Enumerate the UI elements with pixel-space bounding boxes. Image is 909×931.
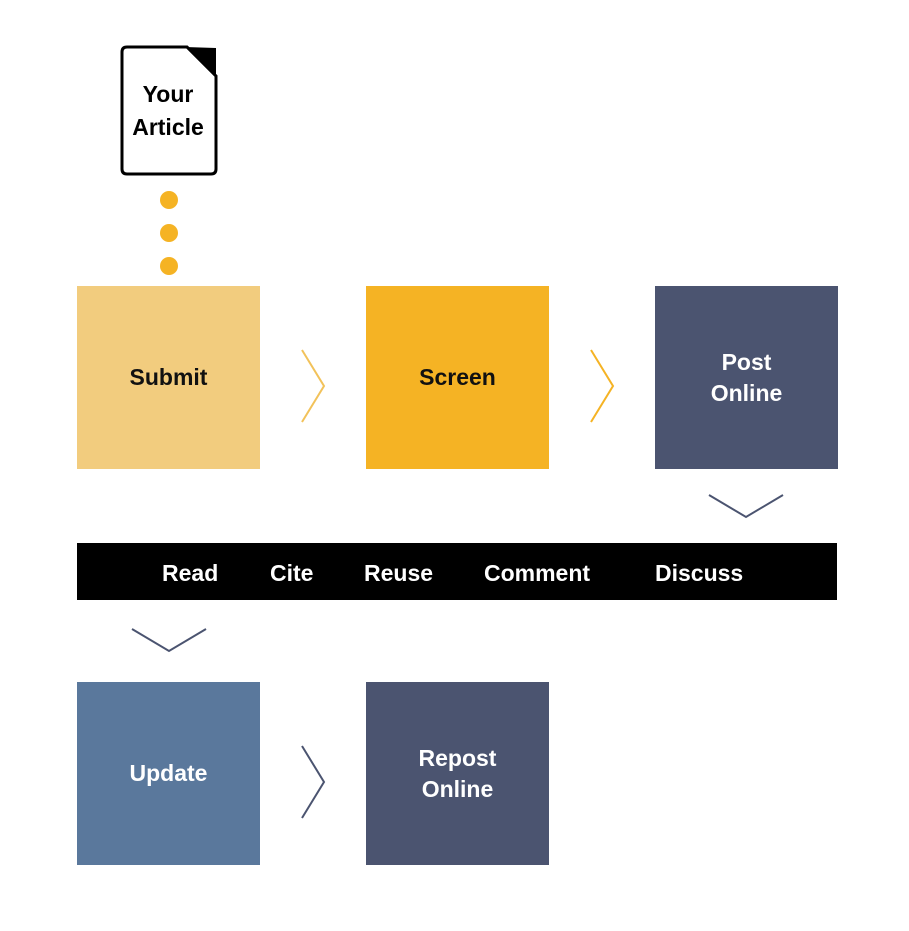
step-repost-online: Repost Online [366,682,549,865]
activity-comment: Comment [484,560,591,586]
document-label-line1: Your [142,81,194,107]
step-update-label: Update [129,760,208,786]
chevron-right-icon [301,349,326,423]
step-screen: Screen [366,286,549,469]
activity-discuss: Discuss [655,560,744,586]
document-label: Your Article [119,78,217,144]
connector-dot [160,257,178,275]
connector-dot [160,224,178,242]
step-post-online: Post Online [655,286,838,469]
step-submit: Submit [77,286,260,469]
step-repost-online-line1: Repost [418,744,497,771]
step-submit-label: Submit [129,364,208,390]
step-repost-online-line2: Online [421,775,494,802]
connector-dot [160,191,178,209]
step-post-online-line1: Post [721,348,772,375]
step-update: Update [77,682,260,865]
dotted-connector [160,191,178,275]
chevron-right-icon [590,349,615,423]
activity-read: Read [162,560,219,586]
chevron-right-icon [301,745,326,819]
chevron-down-icon [708,494,784,519]
step-post-online-line2: Online [710,379,783,406]
step-screen-label: Screen [419,364,496,390]
activity-cite: Cite [270,560,314,586]
document-icon [120,45,218,176]
chevron-down-icon [131,628,207,653]
activity-reuse: Reuse [364,560,434,586]
document-label-line2: Article [132,114,204,140]
activity-bar: Read Cite Reuse Comment Discuss [77,543,837,600]
